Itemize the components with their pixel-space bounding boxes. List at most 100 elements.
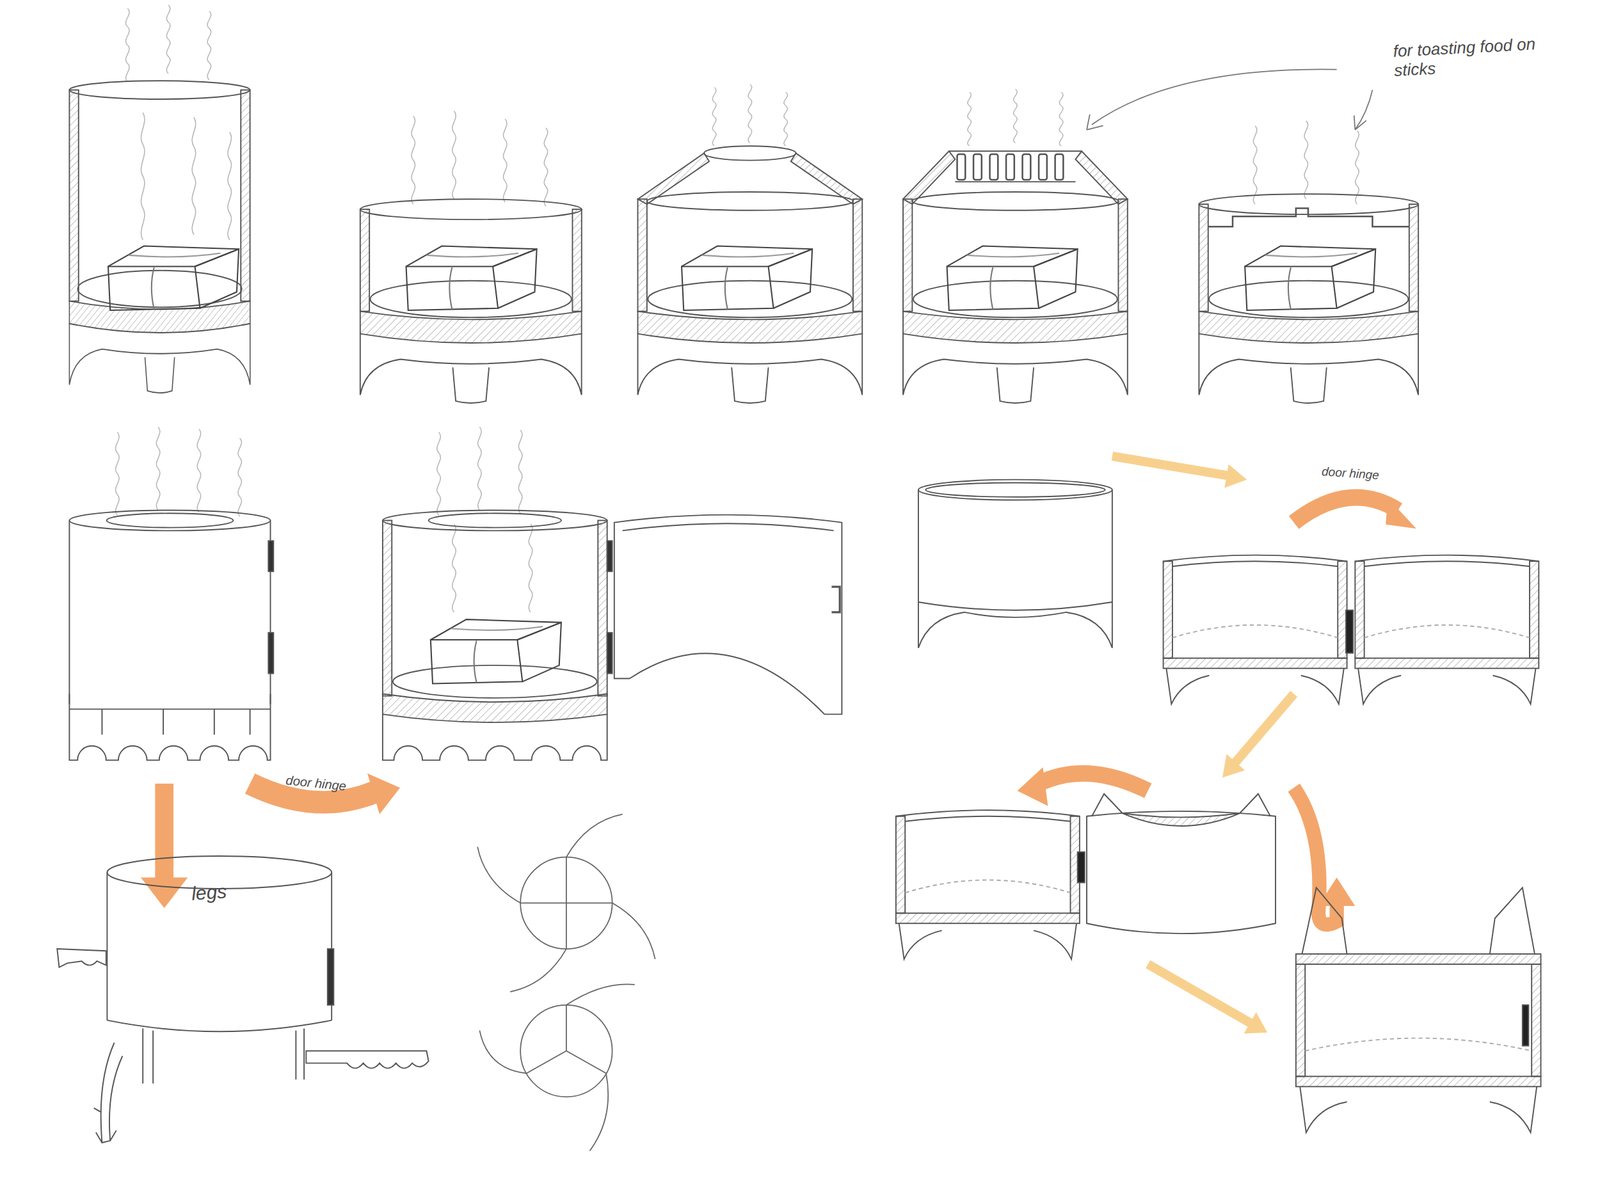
- yellow-arrows-stroke: [1222, 754, 1245, 779]
- slotted-top-stove-stroke: [1006, 154, 1015, 180]
- notched-top-stove-stroke: [1198, 204, 1208, 312]
- notched-top-stove-stroke: [1355, 130, 1360, 205]
- closed-stove-stroke: [69, 709, 271, 735]
- packed-stove-stroke: [1296, 954, 1542, 965]
- cone-top-stove-stroke: [681, 246, 813, 311]
- stove-halves-stroke: [1163, 555, 1348, 705]
- notched-top-stove-stroke: [1304, 120, 1309, 200]
- compact-stove: [918, 480, 1113, 649]
- yellow-arrows-stroke: [1148, 964, 1252, 1024]
- section-stove-stroke: [382, 693, 608, 723]
- packed-stove-stroke: [1489, 887, 1535, 955]
- tall-stove-stroke: [207, 11, 212, 80]
- section-stove-stroke: [607, 540, 613, 572]
- cone-top-stove-stroke: [637, 280, 863, 404]
- compact-stove-stroke: [918, 602, 1113, 611]
- orange-arrows-stroke: [154, 784, 174, 880]
- closed-stove-stroke: [69, 510, 271, 531]
- section-stove-stroke: [518, 430, 523, 514]
- tall-stove-stroke: [227, 132, 232, 240]
- yellow-arrows-stroke: [1224, 464, 1247, 489]
- compact-stove-stroke: [918, 602, 1113, 649]
- section-stove-stroke: [428, 513, 562, 528]
- cone-top-stove-stroke: [791, 152, 863, 205]
- leg-layout-circles: [477, 814, 655, 1152]
- cone-top-stove-stroke: [704, 145, 796, 160]
- slotted-top-stove-stroke: [1118, 199, 1128, 312]
- compact-stove-stroke: [925, 482, 1106, 497]
- tall-stove-stroke: [126, 8, 130, 82]
- section-stove-stroke: [597, 520, 607, 696]
- tall-stove-stroke: [69, 90, 79, 302]
- slotted-top-stove-stroke: [1013, 88, 1018, 143]
- orange-arrows-stroke: [367, 773, 400, 815]
- notched-top-stove-stroke: [1409, 204, 1419, 312]
- packed-stove-stroke: [1522, 1005, 1529, 1047]
- packed-stove-stroke: [1296, 964, 1305, 1077]
- cone-top-stove-stroke: [748, 84, 752, 144]
- slotted-top-stove-stroke: [967, 92, 972, 146]
- leg-layout-circles-stroke: [479, 984, 635, 1151]
- tall-stove-stroke: [140, 112, 145, 240]
- stove-door: [614, 515, 843, 715]
- orange-arrows-stroke: [1294, 497, 1399, 523]
- orange-arrows-stroke: [1385, 497, 1417, 529]
- legs-study-stroke: [94, 1108, 117, 1144]
- legs-study: [56, 856, 429, 1144]
- packed-stove-stroke: [1531, 964, 1541, 1077]
- closed-stove-stroke: [268, 540, 274, 572]
- leg-layout-circles-stroke: [520, 1005, 612, 1097]
- yellow-arrows-stroke: [1112, 456, 1228, 476]
- slotted-top-stove: [903, 88, 1128, 404]
- closed-stove-stroke: [156, 426, 160, 511]
- slotted-top-stove-stroke: [903, 280, 1128, 404]
- callout-arrows: [1086, 69, 1373, 130]
- yellow-arrows-stroke: [1234, 693, 1294, 763]
- legs-study-stroke: [56, 949, 107, 968]
- notched-top-stove-stroke: [1253, 126, 1257, 205]
- tall-stove-stroke: [240, 90, 250, 302]
- annotation-label: door hinge: [1320, 464, 1380, 483]
- stove-halves: [896, 555, 1539, 960]
- stove-halves-stroke: [1345, 610, 1353, 654]
- cone-top-stove-stroke: [853, 199, 863, 312]
- legs-study-stroke: [106, 1020, 332, 1033]
- tall-stove-stroke: [166, 5, 171, 74]
- stove-door-stroke: [622, 523, 834, 531]
- packed-stove-stroke: [1301, 887, 1347, 955]
- annotation-label: for toasting food on sticks: [1392, 33, 1555, 81]
- short-stove-stroke: [503, 119, 507, 203]
- orange-arrows-stroke: [140, 877, 188, 909]
- short-stove-stroke: [406, 246, 537, 311]
- closed-stove-stroke: [238, 438, 242, 517]
- compact-stove-stroke: [918, 480, 1113, 501]
- slotted-top-stove-stroke: [947, 246, 1078, 311]
- short-stove-stroke: [544, 128, 548, 207]
- stove-halves-stroke: [896, 810, 1080, 960]
- slotted-top-stove-stroke: [1022, 154, 1032, 180]
- callout-arrows-stroke: [1354, 115, 1367, 130]
- stove-halves-stroke: [1077, 852, 1085, 884]
- folded-panel-stroke: [1091, 794, 1271, 817]
- notched-top-stove-stroke: [1244, 246, 1376, 311]
- short-stove-stroke: [360, 209, 370, 312]
- slotted-top-stove-stroke: [949, 151, 1082, 182]
- packed-stove-stroke: [1304, 1038, 1532, 1052]
- slotted-top-stove-stroke: [1055, 154, 1064, 180]
- notched-top-stove: [1198, 120, 1419, 404]
- annotation-label: legs: [190, 880, 228, 905]
- leg-layout-circles-stroke: [477, 814, 655, 992]
- section-stove-stroke: [528, 524, 533, 613]
- tall-stove-stroke: [69, 80, 250, 100]
- compact-stove-stroke: [918, 490, 1113, 603]
- slotted-top-stove-stroke: [1038, 154, 1048, 180]
- legs-study-stroke: [101, 1043, 123, 1144]
- folded-panel-stroke: [1122, 813, 1240, 827]
- stove-door-stroke: [831, 586, 840, 613]
- closed-stove-stroke: [106, 513, 234, 528]
- section-stove-stroke: [382, 520, 392, 696]
- stove-halves-stroke: [1354, 555, 1539, 705]
- folded-panel: [1086, 794, 1276, 934]
